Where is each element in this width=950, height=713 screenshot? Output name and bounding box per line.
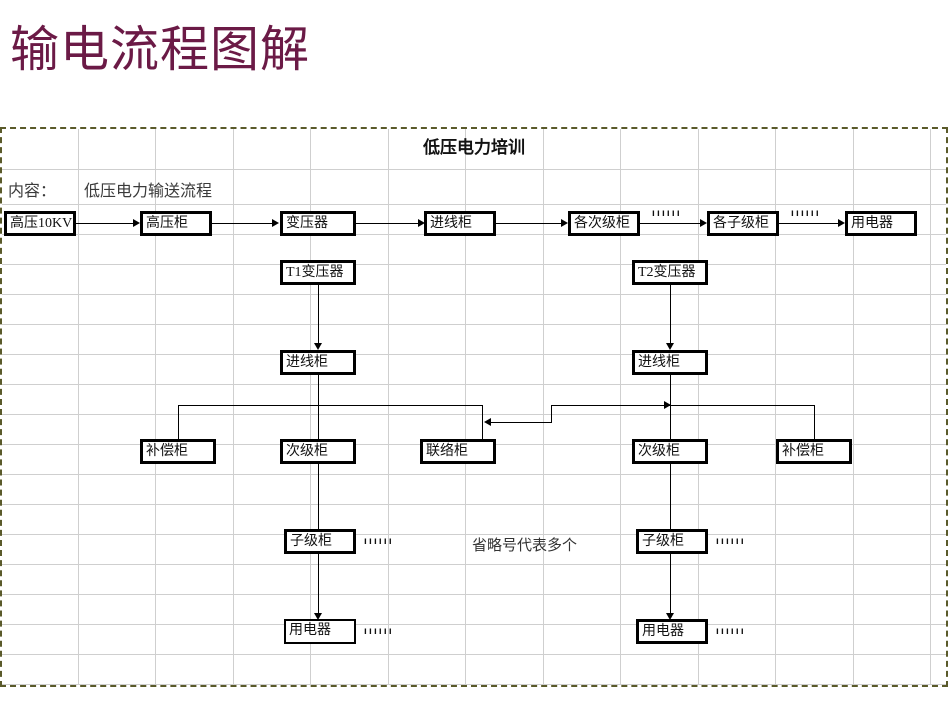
grid-line-vertical — [233, 129, 234, 685]
grid-line-vertical — [620, 129, 621, 685]
grid-line-horizontal — [2, 204, 946, 205]
connector-incoming-to-subs — [496, 223, 564, 224]
grid-line-vertical — [155, 129, 156, 685]
arrow-incoming-to-subs — [561, 219, 568, 227]
flow-node-all-secondary-cabinets[interactable]: 各次级柜 — [568, 211, 640, 236]
arrow-children-to-loads — [838, 219, 845, 227]
ellipsis-marks-subs-to-children: ıııııı — [652, 208, 682, 219]
connector-subs-to-children — [640, 223, 703, 224]
right-bus-drop-compensation — [814, 405, 815, 447]
flow-node-right-secondary-cabinet[interactable]: 次级柜 — [632, 439, 708, 464]
grid-line-horizontal — [2, 354, 946, 355]
grid-line-vertical — [543, 129, 544, 685]
flow-node-transformer[interactable]: 变压器 — [280, 211, 356, 236]
connector-transformer-to-incoming — [356, 223, 420, 224]
arrow-src-to-hv — [133, 219, 140, 227]
grid-line-vertical — [465, 129, 466, 685]
flow-node-high-voltage-source[interactable]: 高压10KV — [4, 211, 76, 236]
arrow-tie-link-into-tie-cabinet — [484, 418, 491, 426]
flow-node-right-load[interactable]: 用电器 — [636, 619, 708, 644]
connector-children-to-loads — [779, 223, 841, 224]
grid-line-horizontal — [2, 294, 946, 295]
flow-node-all-loads[interactable]: 用电器 — [845, 211, 917, 236]
ellipsis-marks-left-load: ıııııı — [364, 626, 394, 637]
flow-node-left-child-cabinet[interactable]: 子级柜 — [284, 529, 356, 554]
page-title: 输电流程图解 — [10, 22, 311, 77]
flow-node-left-load[interactable]: 用电器 — [284, 619, 356, 644]
flow-node-t2-transformer[interactable]: T2变压器 — [632, 260, 708, 285]
flow-node-left-incoming-cabinet[interactable]: 进线柜 — [280, 350, 356, 375]
ellipsis-marks-right-child: ıııııı — [716, 536, 746, 547]
flow-node-t1-transformer[interactable]: T1变压器 — [280, 260, 356, 285]
connector-left-secondary-down — [318, 464, 319, 543]
flow-node-all-child-cabinets[interactable]: 各子级柜 — [707, 211, 779, 236]
arrow-right-child-to-load — [666, 613, 674, 620]
grid-line-vertical — [853, 129, 854, 685]
connector-t2-to-incoming — [670, 285, 671, 348]
grid-line-vertical — [930, 129, 931, 685]
grid-line-horizontal — [2, 384, 946, 385]
grid-line-horizontal — [2, 504, 946, 505]
grid-line-vertical — [310, 129, 311, 685]
connector-left-incoming-down — [318, 375, 319, 453]
grid-line-horizontal — [2, 414, 946, 415]
arrow-subs-to-children — [700, 219, 707, 227]
arrow-hv-to-transformer — [272, 219, 279, 227]
grid-line-vertical — [388, 129, 389, 685]
tie-link-horizontal-lower — [489, 422, 552, 423]
right-bus-horizontal — [670, 405, 815, 406]
content-label: 内容： — [8, 183, 57, 200]
flow-node-right-incoming-cabinet[interactable]: 进线柜 — [632, 350, 708, 375]
grid-line-horizontal — [2, 594, 946, 595]
connector-src-to-hv — [76, 223, 137, 224]
grid-line-horizontal — [2, 534, 946, 535]
left-bus-drop-tie — [482, 405, 483, 447]
ellipsis-marks-left-child: ıııııı — [364, 536, 394, 547]
embedded-spreadsheet-object[interactable]: 低压电力培训 内容： 低压电力输送流程 高压10KV 高压柜 变压器 进线柜 各… — [0, 127, 948, 687]
grid-line-horizontal — [2, 264, 946, 265]
spreadsheet-grid: 低压电力培训 内容： 低压电力输送流程 高压10KV 高压柜 变压器 进线柜 各… — [2, 129, 946, 685]
flow-node-right-child-cabinet[interactable]: 子级柜 — [636, 529, 708, 554]
connector-right-incoming-down — [670, 375, 671, 453]
tie-link-horizontal-upper — [551, 405, 672, 406]
connector-t1-to-incoming — [318, 285, 319, 348]
grid-line-horizontal — [2, 324, 946, 325]
connector-right-child-down — [670, 554, 671, 618]
connector-hv-to-transformer — [212, 223, 274, 224]
ellipsis-marks-right-load: ıııııı — [716, 626, 746, 637]
arrow-t1-to-incoming — [314, 343, 322, 350]
sheet-title: 低压电力培训 — [423, 138, 525, 157]
grid-line-vertical — [775, 129, 776, 685]
grid-line-horizontal — [2, 684, 946, 685]
arrow-t2-to-incoming — [666, 343, 674, 350]
flow-node-tie-cabinet[interactable]: 联络柜 — [420, 439, 496, 464]
grid-line-horizontal — [2, 169, 946, 170]
grid-line-horizontal — [2, 564, 946, 565]
footnote-ellipsis-meaning: 省略号代表多个 — [472, 538, 578, 554]
tie-link-step-vertical — [551, 405, 552, 423]
left-bus-drop-compensation — [178, 405, 179, 447]
grid-line-vertical — [698, 129, 699, 685]
grid-line-horizontal — [2, 624, 946, 625]
grid-line-vertical — [78, 129, 79, 685]
arrow-left-child-to-load — [314, 613, 322, 620]
flow-node-left-secondary-cabinet[interactable]: 次级柜 — [280, 439, 356, 464]
flow-node-incoming-cabinet[interactable]: 进线柜 — [424, 211, 496, 236]
arrow-right-bus-marker — [664, 401, 671, 409]
connector-left-child-down — [318, 554, 319, 618]
flow-node-left-compensation-cabinet[interactable]: 补偿柜 — [140, 439, 216, 464]
arrow-transformer-to-incoming — [418, 219, 425, 227]
grid-line-horizontal — [2, 474, 946, 475]
flow-node-hv-cabinet[interactable]: 高压柜 — [140, 211, 212, 236]
flow-node-right-compensation-cabinet[interactable]: 补偿柜 — [776, 439, 852, 464]
content-value: 低压电力输送流程 — [84, 183, 213, 200]
grid-line-horizontal — [2, 654, 946, 655]
left-bus-horizontal — [178, 405, 482, 406]
connector-right-secondary-down — [670, 464, 671, 543]
ellipsis-marks-children-to-loads: ıııııı — [791, 208, 821, 219]
